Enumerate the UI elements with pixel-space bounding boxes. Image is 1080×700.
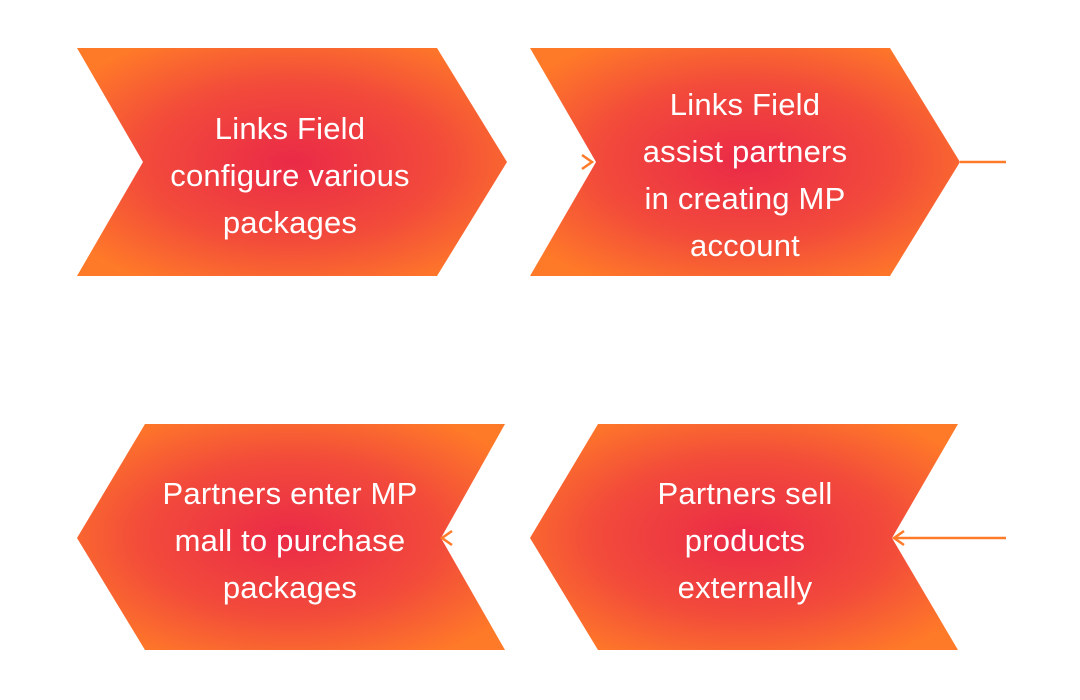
step2-line-3: in creating MP bbox=[644, 181, 846, 216]
step1-chevron bbox=[77, 48, 507, 276]
connector-step1-step2 bbox=[507, 153, 595, 171]
step2-chevron bbox=[530, 48, 960, 276]
step4-chevron bbox=[77, 424, 505, 650]
step1-line-2: configure various bbox=[170, 157, 410, 193]
connector-step3-step4 bbox=[439, 529, 530, 547]
step2-line-2: assist partners bbox=[642, 134, 848, 169]
step3-chevron bbox=[530, 424, 958, 650]
step4-label: Partners enter MP mall to purchase packa… bbox=[130, 440, 450, 640]
arrowhead-icon bbox=[581, 153, 595, 171]
arrowhead-icon bbox=[891, 529, 905, 547]
step4-line-1: Partners enter MP bbox=[162, 475, 418, 511]
step2-label: Links Field assist partners in creating … bbox=[590, 60, 900, 290]
step4-line-2: mall to purchase bbox=[174, 522, 406, 558]
step1-label: Links Field configure various packages bbox=[130, 75, 450, 275]
step1-line-1: Links Field bbox=[214, 110, 366, 146]
step3-line-1: Partners sell bbox=[657, 475, 833, 511]
step4-line-3: packages bbox=[222, 569, 358, 605]
step2-line-4: account bbox=[690, 228, 800, 263]
step3-label: Partners sell products externally bbox=[590, 440, 900, 640]
step1-line-3: packages bbox=[222, 204, 358, 240]
arrowhead-icon bbox=[439, 529, 453, 547]
step3-line-2: products bbox=[684, 522, 806, 558]
step3-line-3: externally bbox=[677, 569, 813, 605]
step2-line-1: Links Field bbox=[669, 87, 821, 122]
connector-step2-step3 bbox=[891, 160, 1008, 547]
